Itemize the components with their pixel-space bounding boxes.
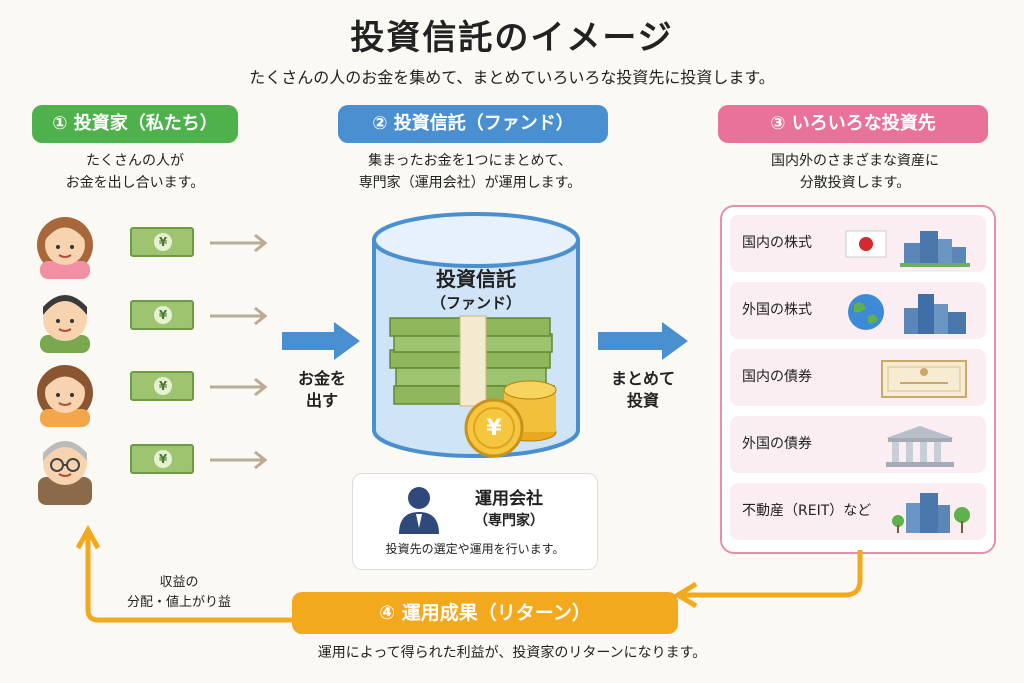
- arrow-right-icon: [210, 306, 268, 326]
- investment-item-foreign-bonds: 外国の債券: [730, 416, 986, 473]
- fund-tank: [372, 212, 580, 458]
- investment-item-domestic-bonds: 国内の債券: [730, 349, 986, 406]
- returns-header: ④ 運用成果（リターン）: [292, 592, 678, 634]
- fund-tank-subtitle: （ファンド）: [430, 294, 521, 312]
- fund-header: ② 投資信託（ファンド）: [338, 105, 608, 143]
- skyscrapers-icon: [904, 294, 966, 334]
- company-description: 投資先の選定や運用を行います。: [385, 542, 565, 556]
- invest-arrow-icon: [598, 322, 688, 360]
- arrow-right-icon: [210, 233, 268, 253]
- yen-bill-icon: ¥: [130, 444, 194, 474]
- page-title: 投資信託のイメージ: [350, 18, 674, 58]
- contribution-arrows: [210, 233, 268, 470]
- real-estate-icon: [892, 493, 970, 533]
- company-subtitle: （専門家）: [474, 513, 544, 529]
- arrow-right-icon: [210, 450, 268, 470]
- investments-header: ③ いろいろな投資先: [718, 105, 988, 143]
- investor-man-avatar: [40, 295, 90, 353]
- yen-bill-icon: ¥: [130, 227, 194, 257]
- returns-description: 運用によって得られた利益が、投資家のリターンになります。: [317, 645, 707, 661]
- page-subtitle: たくさんの人のお金を集めて、まとめていろいろな投資先に投資します。: [249, 68, 775, 87]
- bond-certificate-icon: [881, 360, 967, 398]
- investors-header: ① 投資家（私たち）: [32, 105, 238, 143]
- investor-avatars: [37, 217, 93, 505]
- invest-label: まとめて 投資: [610, 369, 675, 410]
- fund-description: 集まったお金を1つにまとめて、 専門家（運用会社）が運用します。: [358, 153, 582, 191]
- investor-woman-2-avatar: [37, 365, 93, 427]
- japan-flag-icon: [845, 230, 970, 267]
- investment-item-foreign-stocks: 外国の株式: [730, 282, 986, 339]
- arrow-right-icon: [210, 377, 268, 397]
- investor-elder-avatar: [38, 441, 92, 505]
- investor-woman-avatar: [37, 217, 93, 279]
- fund-tank-title: 投資信託: [436, 267, 516, 291]
- investments-box: 国内の株式 外国の株式 国内の債券: [720, 205, 996, 554]
- management-company-box: 運用会社 （専門家） 投資先の選定や運用を行います。: [352, 473, 598, 570]
- contribute-label: お金を 出す: [297, 369, 346, 410]
- yen-bill-icon: ¥: [130, 300, 194, 330]
- city-buildings-icon: [900, 231, 970, 267]
- company-title: 運用会社: [475, 489, 543, 509]
- businessperson-icon: [399, 487, 439, 534]
- distribution-arrow-icon: [85, 534, 292, 623]
- return-arrow-icon: [682, 550, 863, 598]
- investments-description: 国内外のさまざまな資産に 分散投資します。: [771, 153, 939, 191]
- yen-coin-icon: ¥: [486, 416, 502, 441]
- yen-bill-icon: ¥: [130, 371, 194, 401]
- investment-item-real-estate: 不動産（REIT）など: [730, 483, 986, 540]
- contribute-arrow-icon: [282, 322, 360, 360]
- globe-icon: [848, 294, 966, 334]
- investment-item-domestic-stocks: 国内の株式: [730, 215, 986, 272]
- distribution-label: 収益の 分配・値上がり益: [126, 575, 231, 610]
- return-flow-arrows: [75, 524, 863, 623]
- investors-description: たくさんの人が お金を出し合います。: [65, 153, 205, 191]
- bank-building-icon: [886, 426, 954, 467]
- gold-coins-icon: [464, 380, 557, 458]
